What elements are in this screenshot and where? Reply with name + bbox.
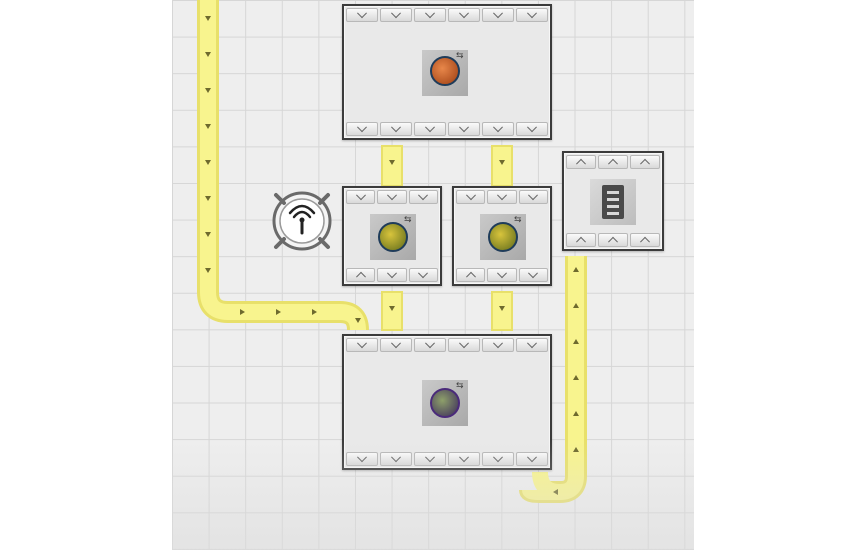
building-storage-depot[interactable]	[562, 151, 664, 251]
recipe-tile[interactable]: ⇆	[480, 214, 526, 260]
ore-cart-icon	[378, 222, 408, 252]
slot[interactable]	[380, 8, 412, 22]
swap-icon[interactable]: ⇆	[514, 215, 522, 225]
slot[interactable]	[518, 190, 548, 204]
belt-top-left[interactable]	[381, 145, 403, 187]
slot[interactable]	[516, 452, 548, 466]
slot[interactable]	[630, 155, 660, 169]
slot[interactable]	[414, 338, 446, 352]
belt-top-right[interactable]	[491, 145, 513, 187]
slot[interactable]	[380, 122, 412, 136]
slot[interactable]	[408, 190, 438, 204]
output-slots	[346, 268, 438, 282]
output-slots	[456, 268, 548, 282]
input-slots	[346, 190, 438, 204]
building-assembler-right[interactable]: ⇆	[452, 186, 552, 286]
slot[interactable]	[598, 233, 628, 247]
slot[interactable]	[482, 8, 514, 22]
storage-rack-icon	[602, 185, 624, 219]
output-slots	[566, 233, 660, 247]
slot[interactable]	[346, 122, 378, 136]
slot[interactable]	[456, 268, 486, 282]
slot[interactable]	[516, 338, 548, 352]
building-crate-producer[interactable]: ⇆	[342, 4, 552, 140]
slot[interactable]	[487, 268, 517, 282]
antenna-icon[interactable]	[268, 187, 336, 255]
slot[interactable]	[414, 122, 446, 136]
input-slots	[566, 155, 660, 169]
slot[interactable]	[456, 190, 486, 204]
slot[interactable]	[566, 233, 596, 247]
slot[interactable]	[346, 8, 378, 22]
slot[interactable]	[482, 452, 514, 466]
slot[interactable]	[630, 233, 660, 247]
slot[interactable]	[482, 338, 514, 352]
slot[interactable]	[408, 268, 438, 282]
slot[interactable]	[377, 268, 407, 282]
slot[interactable]	[518, 268, 548, 282]
slot[interactable]	[346, 338, 378, 352]
slot[interactable]	[566, 155, 596, 169]
slot[interactable]	[598, 155, 628, 169]
input-slots	[456, 190, 548, 204]
recipe-tile[interactable]: ⇆	[422, 380, 468, 426]
belt-left-feeder[interactable]	[197, 0, 369, 331]
slot[interactable]	[448, 338, 480, 352]
slot[interactable]	[414, 8, 446, 22]
slot[interactable]	[448, 452, 480, 466]
building-assembler-left[interactable]: ⇆	[342, 186, 442, 286]
output-slots	[346, 122, 548, 136]
slot[interactable]	[516, 8, 548, 22]
swap-icon[interactable]: ⇆	[404, 215, 412, 225]
storage-tile[interactable]	[590, 179, 636, 225]
slot[interactable]	[487, 190, 517, 204]
recipe-tile[interactable]: ⇆	[370, 214, 416, 260]
input-slots	[346, 8, 548, 22]
slot[interactable]	[448, 122, 480, 136]
slot[interactable]	[380, 338, 412, 352]
drill-icon	[430, 388, 460, 418]
input-slots	[346, 338, 548, 352]
slot[interactable]	[482, 122, 514, 136]
recipe-tile[interactable]: ⇆	[422, 50, 468, 96]
swap-icon[interactable]: ⇆	[456, 51, 464, 61]
ore-cart-icon	[488, 222, 518, 252]
building-combiner[interactable]: ⇆	[342, 334, 552, 470]
slot[interactable]	[448, 8, 480, 22]
slot[interactable]	[346, 190, 376, 204]
swap-icon[interactable]: ⇆	[456, 381, 464, 391]
slot[interactable]	[516, 122, 548, 136]
slot[interactable]	[377, 190, 407, 204]
output-slots	[346, 452, 548, 466]
slot[interactable]	[380, 452, 412, 466]
slot[interactable]	[346, 452, 378, 466]
slot[interactable]	[414, 452, 446, 466]
slot[interactable]	[346, 268, 376, 282]
